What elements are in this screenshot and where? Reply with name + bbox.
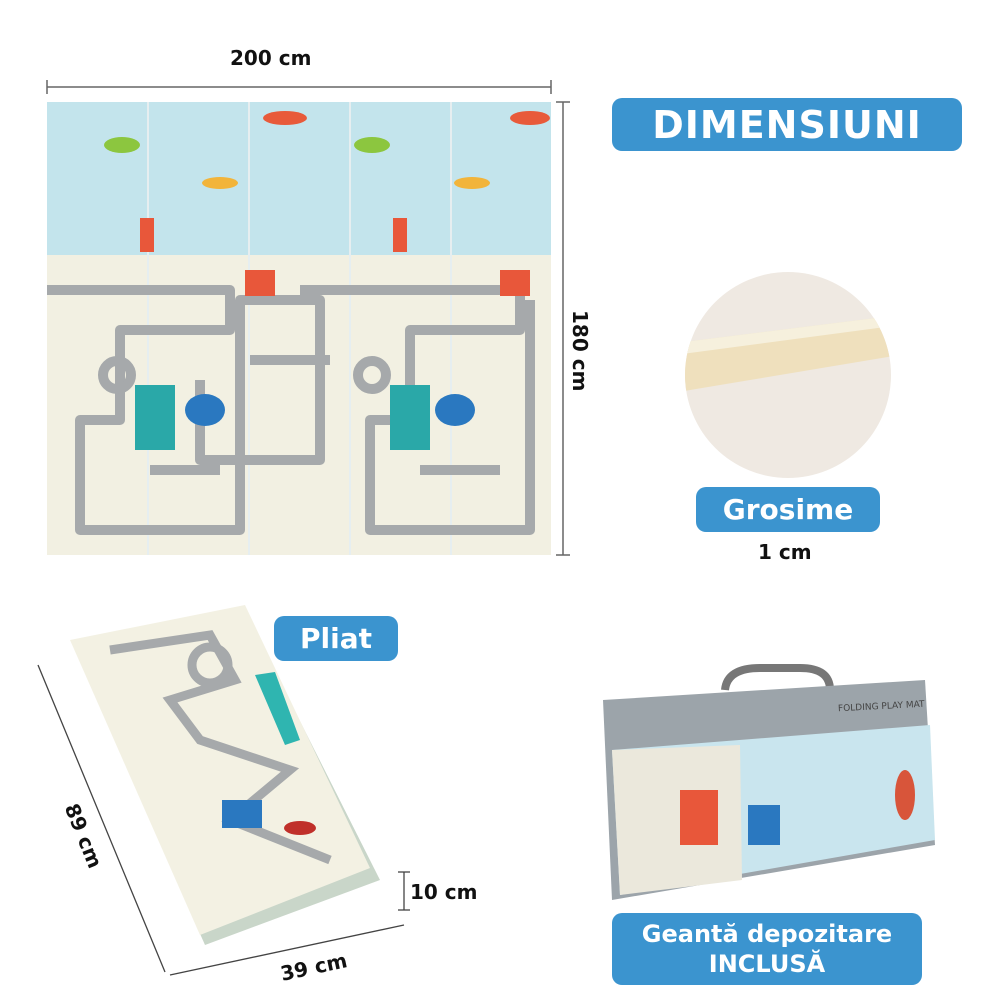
thickness-closeup-image (685, 272, 891, 478)
folded-mat-image (37, 605, 410, 976)
thickness-value: 1 cm (758, 540, 812, 564)
thickness-badge: Grosime (696, 487, 880, 532)
dimensions-title-badge: DIMENSIUNI (612, 98, 962, 151)
height-dimension-line (556, 101, 570, 556)
width-dimension-line (46, 80, 552, 94)
storage-bag-image (603, 664, 935, 900)
mat-height-label: 180 cm (568, 310, 592, 392)
folded-dimension-lines (37, 664, 410, 976)
bag-caption-badge: Geantă depozitare INCLUSĂ (612, 913, 922, 985)
folded-badge: Pliat (274, 616, 398, 661)
play-mat-image (47, 102, 551, 555)
mat-width-label: 200 cm (230, 46, 312, 70)
bag-caption-line2: INCLUSĂ (708, 950, 826, 978)
folded-thickness-label: 10 cm (410, 880, 478, 904)
bag-caption-line1: Geantă depozitare (641, 920, 893, 948)
